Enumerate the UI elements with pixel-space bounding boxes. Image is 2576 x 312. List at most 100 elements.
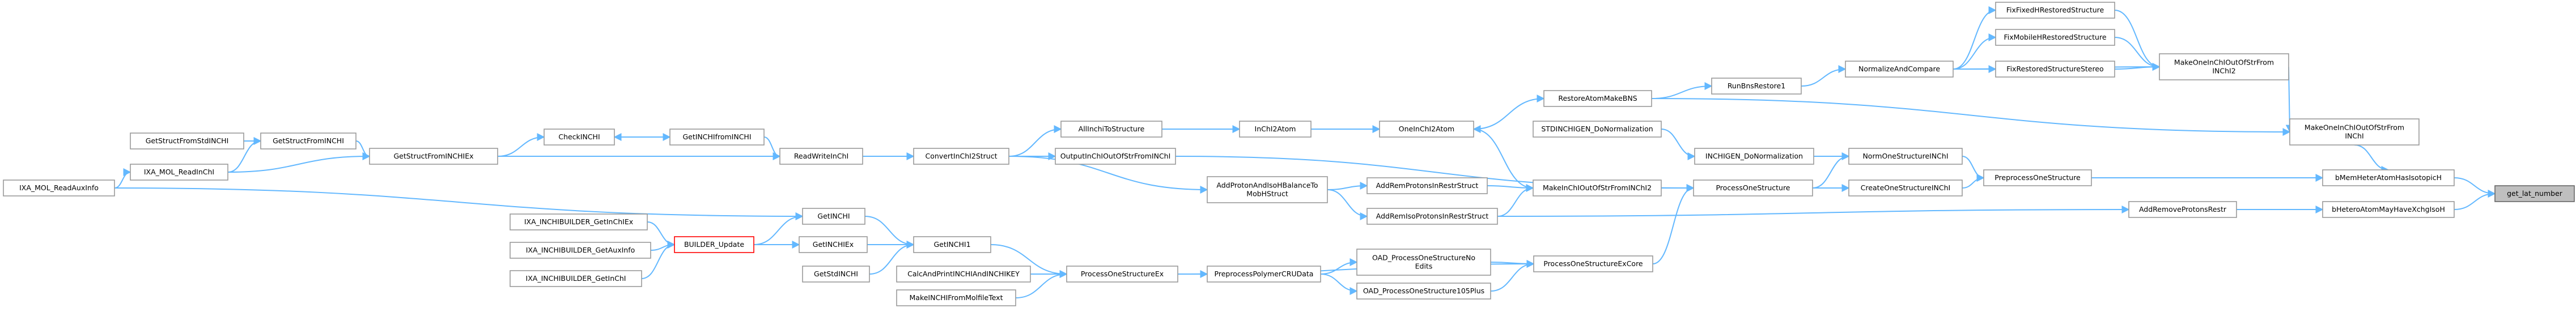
node-addremoveproton[interactable]: AddRemoveProtonsRestr [2128, 201, 2237, 218]
node-stdinchigen[interactable]: STDINCHIGEN_DoNormalization [1533, 121, 1662, 138]
node-runbnsrestore1[interactable]: RunBnsRestore1 [1711, 78, 1802, 95]
node-getstructfrominchi[interactable]: GetStructFromINCHI [260, 133, 357, 149]
edge-addprotonandiso-to-addremisoprotons [1327, 189, 1368, 220]
node-getstdinchi[interactable]: GetStdINCHI [802, 266, 870, 283]
edge-restoreatommakebns-to-runbnsrestore1 [1651, 82, 1713, 99]
edge-ixabuildergetinchi-to-builderupdate [641, 241, 676, 279]
edge-bheteromay-to-getlatnumber [2454, 190, 2496, 210]
node-ixabuildergetinchi[interactable]: IXA_INCHIBUILDER_GetInChI [510, 270, 642, 287]
node-inchi2atom[interactable]: InChI2Atom [1239, 121, 1312, 138]
node-getstructfrominchiex[interactable]: GetStructFromINCHIEx [369, 148, 498, 165]
node-box [1995, 2, 2115, 19]
node-box [1356, 283, 1491, 300]
edge-processonestructureexcore-to-processonestructure [1652, 184, 1695, 264]
edge-restoreatommakebns-to-makeoneinchiout [1651, 98, 2291, 136]
node-box [2289, 118, 2420, 146]
node-label: ConvertInChI2Struct [926, 152, 998, 160]
node-builderupdate[interactable]: BUILDER_Update [674, 236, 754, 253]
node-readwriteinchi[interactable]: ReadWriteInChI [779, 148, 863, 165]
node-box [1366, 177, 1488, 194]
node-label: CalcAndPrintINCHIAndINCHIKEY [907, 270, 1020, 278]
edge-runbnsrestore1-to-normalizeandcompare [1801, 65, 1847, 87]
node-box [1995, 29, 2115, 46]
edge-convertinchi2struct-to-addprotonandiso [1008, 156, 1208, 194]
edge-oadprocess105plus-to-processonestructureexcore [1490, 260, 1535, 292]
node-normalizeandcompare[interactable]: NormalizeAndCompare [1845, 61, 1954, 78]
node-addremprotons[interactable]: AddRemProtonsInRestrStruct [1366, 177, 1488, 194]
node-outputinchioutofstr[interactable]: OutputInChIOutOfStrFromINChI [1055, 148, 1176, 165]
node-calcandprint[interactable]: CalcAndPrintINCHIAndINCHIKEY [896, 266, 1031, 283]
node-addremisoprotons[interactable]: AddRemIsoProtonsInRestrStruct [1366, 208, 1498, 225]
node-box [510, 270, 642, 287]
node-label: PreprocessPolymerCRUData [1215, 270, 1314, 278]
node-box [1711, 78, 1802, 95]
node-ixabuildergetinchiex[interactable]: IXA_INCHIBUILDER_GetInChIEx [510, 213, 648, 230]
node-restoreatommakebns[interactable]: RestoreAtomMakeBNS [1543, 90, 1652, 107]
node-processonestructure[interactable]: ProcessOneStructure [1693, 179, 1813, 196]
node-allinchitostructure[interactable]: AllInchiToStructure [1060, 121, 1162, 138]
node-label: IXA_MOL_ReadInChI [144, 168, 214, 176]
node-box [1848, 179, 1963, 196]
node-makeinchifrommolfile[interactable]: MakeINCHIFromMolfileText [896, 289, 1016, 306]
node-ixabuildergetauxinfo[interactable]: IXA_INCHIBUILDER_GetAuxInfo [510, 242, 651, 259]
node-preprocess[interactable]: PreprocessOneStructure [1983, 169, 2092, 186]
edge-ixamolreadinchi-to-getstructfrominchiex [227, 152, 371, 173]
edge-getinchifrominchi-to-readwriteinchi [763, 136, 781, 160]
node-inchigen[interactable]: INCHIGEN_DoNormalization [1694, 148, 1814, 165]
node-box [1693, 179, 1813, 196]
node-box [2322, 169, 2455, 186]
node-ixamolreadinchi[interactable]: IXA_MOL_ReadInChI [130, 164, 228, 181]
node-getinchi[interactable]: GetINCHI [802, 208, 865, 225]
node-fixrestoredstereo[interactable]: FixRestoredStructureStereo [1995, 61, 2115, 78]
node-label: GetStructFromINCHI [273, 136, 344, 145]
node-label: MakeINCHIFromMolfileText [910, 293, 1003, 302]
node-oadprocess105plus[interactable]: OAD_ProcessOneStructure105Plus [1356, 283, 1491, 300]
node-box [674, 236, 754, 253]
node-fixfixedh[interactable]: FixFixedHRestoredStructure [1995, 2, 2115, 19]
node-box [1983, 169, 2092, 186]
node-convertinchi2struct[interactable]: ConvertInChI2Struct [913, 148, 1009, 165]
node-box [1533, 179, 1662, 196]
node-getinchifrominchi[interactable]: GetINCHIfromINCHI [669, 129, 765, 146]
node-bheteromay[interactable]: bHeteroAtomMayHaveXchgIsoH [2322, 201, 2455, 218]
node-createonestructure[interactable]: CreateOneStructureINChI [1848, 179, 1963, 196]
node-label: AddRemIsoProtonsInRestrStruct [1376, 212, 1489, 220]
node-ixamolreadauxinfo[interactable]: IXA_MOL_ReadAuxInfo [3, 179, 115, 196]
node-getinchiex[interactable]: GetINCHIEx [799, 236, 868, 253]
node-normonestructure[interactable]: NormOneStructureINChI [1848, 148, 1963, 165]
node-label: BUILDER_Update [684, 240, 744, 249]
node-makeinchioutofstr[interactable]: MakeInChIOutOfStrFromINChI2 [1533, 179, 1662, 196]
node-box [802, 208, 865, 225]
node-label: NormalizeAndCompare [1858, 65, 1940, 73]
node-getstructfromstdinchi[interactable]: GetStructFromStdINCHI [130, 133, 244, 149]
node-label: GetStdINCHI [814, 270, 858, 278]
node-processonestructureex[interactable]: ProcessOneStructureEx [1066, 266, 1178, 283]
node-getlatnumber: get_lat_number [2494, 185, 2575, 202]
node-processonestructureexcore[interactable]: ProcessOneStructureExCore [1533, 255, 1653, 272]
node-label: InChI2Atom [1255, 125, 1296, 133]
edge-fixmobileh-to-makeoneinchiout2 [2114, 37, 2161, 71]
node-box [1995, 61, 2115, 78]
node-bmemheter[interactable]: bMemHeterAtomHasIsotopicH [2322, 169, 2455, 186]
node-label: GetStructFromINCHIEx [393, 152, 473, 160]
node-label: IXA_INCHIBUILDER_GetInChI [526, 274, 626, 283]
node-fixmobileh[interactable]: FixMobileHRestoredStructure [1995, 29, 2115, 46]
node-getinchi1[interactable]: GetINCHI1 [913, 236, 991, 253]
edge-getstructfrominchi-to-getstructfrominchiex [355, 140, 371, 160]
node-checkinchi[interactable]: CheckINCHI [544, 129, 615, 146]
node-box [510, 242, 651, 259]
node-box [802, 266, 870, 283]
node-oneinchi2atom[interactable]: OneInChI2Atom [1379, 121, 1474, 138]
edge-createonestructure-to-preprocess [1962, 174, 1985, 189]
node-box [799, 236, 868, 253]
edge-makeinchifrommolfile-to-processonestructureex [1015, 270, 1068, 298]
node-preprocesspolymer[interactable]: PreprocessPolymerCRUData [1207, 266, 1321, 283]
node-box [2494, 185, 2575, 202]
edge-getstructfrominchiex-to-checkinchi [497, 133, 545, 157]
